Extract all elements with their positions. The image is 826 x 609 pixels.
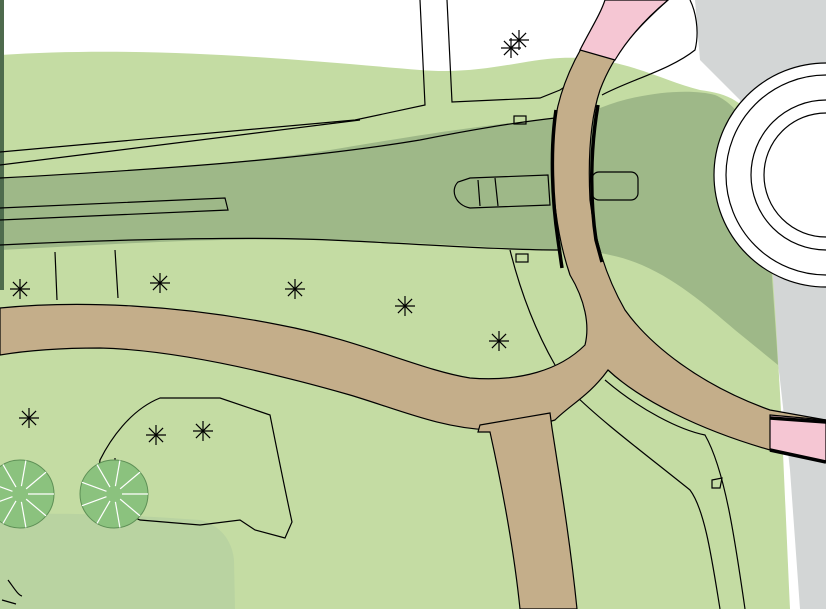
planting-symbol — [150, 273, 170, 293]
cycle-path-right — [769, 414, 826, 463]
planting-symbol — [509, 30, 529, 50]
lawn-edge-detail — [1, 579, 23, 605]
tree-symbol — [79, 459, 149, 529]
edge-strip — [0, 0, 4, 290]
tree-symbol — [0, 459, 55, 529]
kerb-lines — [550, 104, 826, 464]
tree-symbols — [0, 459, 149, 529]
planting-symbol — [489, 331, 509, 351]
planting-symbol — [285, 279, 305, 299]
planting-symbol — [193, 421, 213, 441]
shrub-bed — [94, 397, 293, 539]
planting-symbol — [19, 408, 39, 428]
planting-symbol — [10, 279, 30, 299]
footpath-branch — [477, 412, 578, 609]
cycle-path-top — [579, 0, 669, 61]
planting-symbol — [146, 425, 166, 445]
plot-outlines — [0, 0, 746, 609]
median-shapes — [0, 115, 639, 263]
lawn-panel — [0, 513, 235, 609]
roundabout — [713, 62, 826, 288]
planting-symbol — [501, 38, 521, 58]
planting-symbol — [395, 296, 415, 316]
footpath-main — [0, 0, 826, 463]
